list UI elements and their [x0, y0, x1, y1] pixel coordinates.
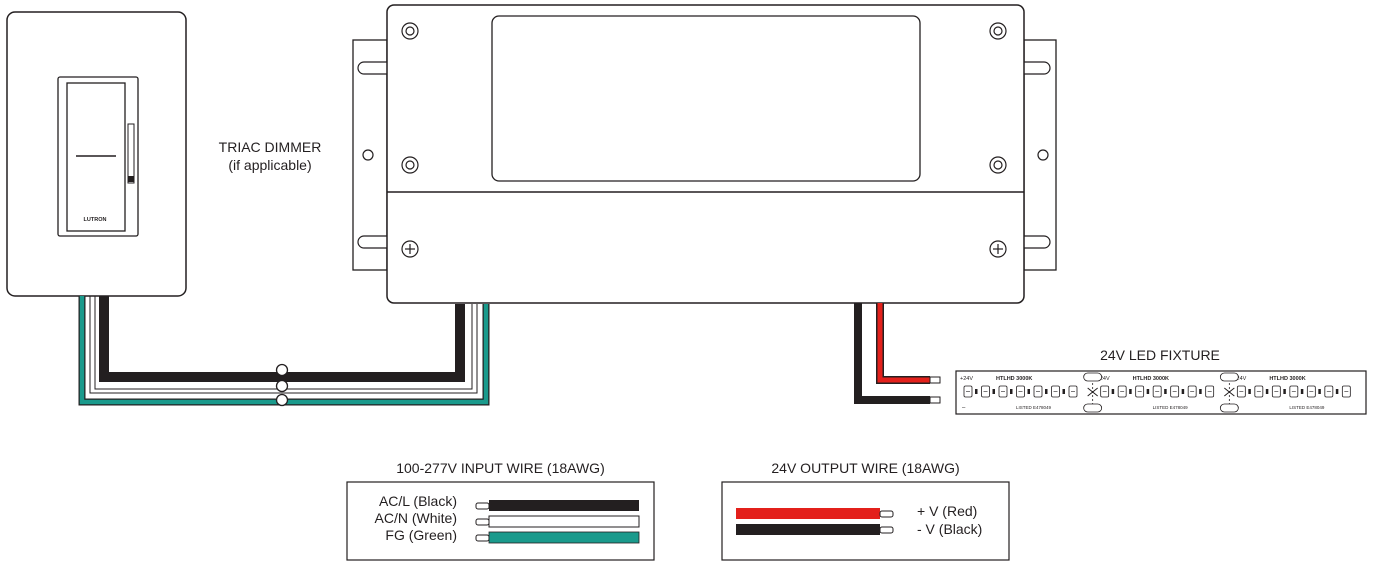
legend-wire-white [475, 515, 640, 528]
dimmer-brand-logo: LUTRON [84, 217, 107, 223]
wire-splice-connector [275, 393, 289, 407]
input-wire-legend [346, 481, 655, 561]
led-resistor [1300, 389, 1304, 394]
led-resistor [1010, 389, 1013, 394]
led-minus-marking: – [962, 405, 966, 411]
phillips-screw-icon [989, 240, 1007, 258]
screw-icon [989, 22, 1007, 40]
legend-wire-black-output [736, 524, 894, 535]
wire-splice-connector [275, 379, 289, 393]
mounting-slot [357, 235, 387, 249]
output-legend-title: 24V OUTPUT WIRE (18AWG) [771, 460, 960, 476]
led-solder-pad [1083, 372, 1103, 382]
led-resistor [975, 389, 978, 394]
mounting-hole [1037, 149, 1049, 161]
output-legend-labels: + V (Red) - V (Black) [917, 502, 1007, 538]
legend-label-negative: - V (Black) [917, 521, 983, 537]
output-legend-box [721, 481, 1010, 561]
led-resistor [1318, 389, 1321, 394]
dimmer-label-title: TRIAC DIMMER [218, 139, 322, 155]
input-legend-labels: AC/L (Black) AC/N (White) FG (Green) [350, 493, 457, 544]
led-solder-pad [1219, 372, 1239, 382]
led-resistor [1335, 389, 1339, 394]
led-resistor [1062, 389, 1065, 394]
led-solder-pad [1219, 403, 1239, 413]
led-plus-marking: +24V [1097, 376, 1110, 382]
led-resistor [1129, 389, 1132, 394]
mounting-slot [1024, 235, 1051, 249]
led-listing-marking: LISTED E478049 [1153, 405, 1189, 410]
dimmer-slider-handle [128, 176, 134, 182]
led-plus-marking: +24V [960, 376, 973, 382]
legend-label-fg: FG (Green) [385, 527, 457, 543]
led-solder-pad [1083, 403, 1103, 413]
led-driver [352, 4, 1057, 304]
legend-label-acn: AC/N (White) [374, 510, 457, 526]
phillips-screw-icon [401, 240, 419, 258]
led-scissors-icon [1224, 387, 1235, 397]
legend-wire-black [475, 500, 639, 511]
led-resistor [1111, 389, 1115, 394]
led-scissors-icon [1087, 387, 1098, 397]
led-resistor [1181, 389, 1185, 394]
led-fixture-title: 24V LED FIXTURE [1100, 347, 1220, 363]
led-resistor [1248, 389, 1251, 394]
mounting-slot [357, 61, 387, 75]
led-listing-marking: LISTED E478049 [1289, 405, 1325, 410]
led-resistor [1027, 389, 1030, 394]
led-plus-marking: +24V [1233, 376, 1246, 382]
led-product-marking: HTLHD 3000K [1269, 376, 1305, 382]
wire-tip [929, 396, 941, 404]
wire-splice-connector [275, 363, 289, 377]
screw-icon [401, 156, 419, 174]
wire-tip [929, 376, 941, 384]
led-listing-marking: LISTED E478049 [1016, 405, 1052, 410]
screw-icon [989, 156, 1007, 174]
mounting-hole [362, 149, 374, 161]
led-resistor [1265, 389, 1269, 394]
mounting-slot [1024, 61, 1051, 75]
led-product-marking: HTLHD 3000K [996, 376, 1032, 382]
output-wire-legend [721, 481, 1010, 561]
input-legend-title: 100-277V INPUT WIRE (18AWG) [396, 460, 605, 476]
led-resistor [1199, 389, 1202, 394]
input-wire-bundle [78, 296, 490, 407]
legend-label-acl: AC/L (Black) [378, 493, 457, 509]
output-wire-pair [854, 303, 941, 404]
led-resistor [1283, 389, 1286, 394]
legend-wire-red [736, 508, 894, 519]
driver-label-area [491, 15, 921, 182]
led-resistor [992, 389, 995, 394]
led-strip-fixture: +24V HTLHD 3000K – LISTED E478049 +24V HTLHD … [955, 370, 1367, 415]
dimmer-slider [127, 123, 135, 184]
triac-dimmer: LUTRON [6, 11, 187, 297]
screw-icon [401, 22, 419, 40]
legend-label-positive: + V (Red) [917, 503, 978, 519]
led-resistor [1045, 389, 1048, 394]
led-resistor [1164, 389, 1167, 394]
legend-wire-green [475, 531, 640, 544]
led-resistor [1146, 389, 1150, 394]
dimmer-label-subtitle: (if applicable) [228, 157, 312, 173]
dimmer-paddle [66, 82, 126, 232]
led-product-marking: HTLHD 3000K [1133, 376, 1169, 382]
